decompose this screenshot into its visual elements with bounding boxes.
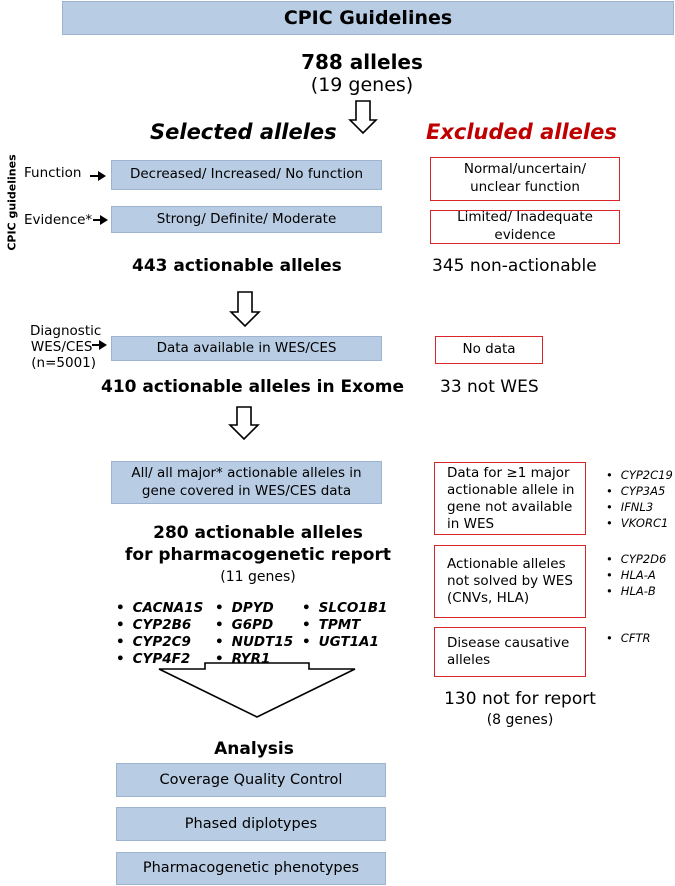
gene-item: CFTR — [606, 630, 651, 646]
gene-item: CYP4F2 — [116, 651, 203, 668]
gene-item: CYP3A5 — [606, 483, 673, 499]
total-genes: (19 genes) — [310, 74, 414, 96]
excluded-group-unavailable: Data for ≥1 major actionable allele in g… — [434, 462, 586, 535]
actionable-in-exome-count: 410 actionable alleles in Exome — [101, 377, 405, 397]
excluded-genes-list-1: CYP2C19 CYP3A5 IFNL3 VKORC1 — [606, 467, 673, 531]
excluded-group-not-solved-text: Actionable alleles not solved by WES (CN… — [447, 556, 573, 606]
excluded-group-disease-text: Disease causative alleles — [447, 635, 570, 668]
header-title: CPIC Guidelines — [283, 6, 453, 29]
excluded-group-not-solved: Actionable alleles not solved by WES (CN… — [434, 545, 586, 618]
coverage-box: All/ all major* actionable alleles in ge… — [111, 461, 382, 504]
report-count-line1: 280 actionable alleles — [153, 523, 363, 543]
analysis-step-text: Pharmacogenetic phenotypes — [142, 860, 360, 877]
gene-item: HLA-A — [606, 567, 666, 583]
diagnostic-label: Diagnostic WES/CES (n=5001) — [30, 323, 101, 371]
report-genes-col-1: CACNA1S CYP2B6 CYP2C9 CYP4F2 — [116, 600, 204, 668]
report-genes-count: (11 genes) — [220, 569, 296, 585]
no-data-text: No data — [462, 341, 516, 358]
analysis-title: Analysis — [214, 739, 294, 759]
evidence-criteria-text: Strong/ Definite/ Moderate — [156, 210, 337, 227]
function-criteria-text: Decreased/ Increased/ No function — [129, 166, 364, 183]
total-alleles: 788 alleles — [301, 50, 423, 74]
analysis-step-phenotypes: Pharmacogenetic phenotypes — [116, 852, 386, 885]
down-arrow-icon — [348, 100, 378, 135]
gene-item: SLCO1B1 — [302, 600, 388, 617]
not-for-report-genes: (8 genes) — [486, 712, 554, 728]
excluded-group-unavailable-text: Data for ≥1 major actionable allele in g… — [447, 464, 575, 532]
wes-data-box: Data available in WES/CES — [111, 336, 382, 361]
evidence-label: Evidence* — [24, 212, 93, 228]
gene-item: IFNL3 — [606, 499, 673, 515]
gene-item: CYP2C19 — [606, 467, 673, 483]
analysis-step-text: Phased diplotypes — [184, 815, 318, 832]
right-arrow-icon — [92, 340, 107, 350]
diagnostic-label-line3: (n=5001) — [31, 355, 97, 371]
excluded-alleles-title: Excluded alleles — [426, 120, 617, 144]
excluded-group-disease: Disease causative alleles — [434, 627, 586, 677]
selected-alleles-title: Selected alleles — [150, 120, 337, 144]
analysis-step-text: Coverage Quality Control — [159, 771, 343, 788]
gene-item: G6PD — [215, 617, 293, 634]
evidence-excluded-box: Limited/ Inadequate evidence — [430, 209, 620, 244]
down-arrow-icon — [228, 406, 260, 441]
coverage-text: All/ all major* actionable alleles in ge… — [131, 464, 362, 499]
gene-item: CYP2D6 — [606, 551, 666, 567]
gene-item: DPYD — [215, 600, 293, 617]
not-for-report-count: 130 not for report — [444, 689, 596, 709]
gene-item: HLA-B — [606, 583, 666, 599]
not-wes-count: 33 not WES — [440, 377, 539, 397]
no-data-box: No data — [435, 336, 543, 364]
function-excluded-box: Normal/uncertain/ unclear function — [430, 157, 620, 201]
header-bar: CPIC Guidelines — [62, 1, 674, 35]
gene-item: CACNA1S — [116, 600, 204, 617]
actionable-count-443: 443 actionable alleles — [132, 256, 342, 276]
gene-item: UGT1A1 — [302, 634, 387, 651]
gene-item: CYP2C9 — [116, 634, 203, 651]
diagnostic-label-line2: WES/CES — [30, 339, 93, 355]
right-arrow-icon — [90, 171, 106, 181]
function-label: Function — [24, 165, 82, 181]
large-down-arrow-icon — [158, 662, 356, 718]
function-criteria-box: Decreased/ Increased/ No function — [111, 160, 382, 190]
analysis-step-coverage-qc: Coverage Quality Control — [116, 763, 386, 797]
excluded-genes-list-2: CYP2D6 HLA-A HLA-B — [606, 551, 666, 599]
non-actionable-count: 345 non-actionable — [432, 256, 597, 276]
evidence-excluded-text: Limited/ Inadequate evidence — [457, 209, 593, 243]
diagnostic-label-line1: Diagnostic — [30, 323, 102, 339]
gene-item: VKORC1 — [606, 515, 673, 531]
wes-data-text: Data available in WES/CES — [156, 339, 337, 356]
gene-item: NUDT15 — [215, 634, 293, 651]
gene-item: TPMT — [302, 617, 387, 634]
report-genes-col-3: SLCO1B1 TPMT UGT1A1 — [302, 600, 388, 651]
right-arrow-icon — [93, 215, 108, 225]
analysis-step-phased-diplotypes: Phased diplotypes — [116, 807, 386, 841]
gene-item: CYP2B6 — [116, 617, 203, 634]
excluded-genes-list-3: CFTR — [606, 630, 651, 646]
report-count-line2: for pharmacogenetic report — [125, 545, 391, 565]
down-arrow-icon — [229, 291, 261, 328]
function-excluded-text: Normal/uncertain/ unclear function — [463, 161, 587, 195]
evidence-criteria-box: Strong/ Definite/ Moderate — [111, 206, 382, 233]
